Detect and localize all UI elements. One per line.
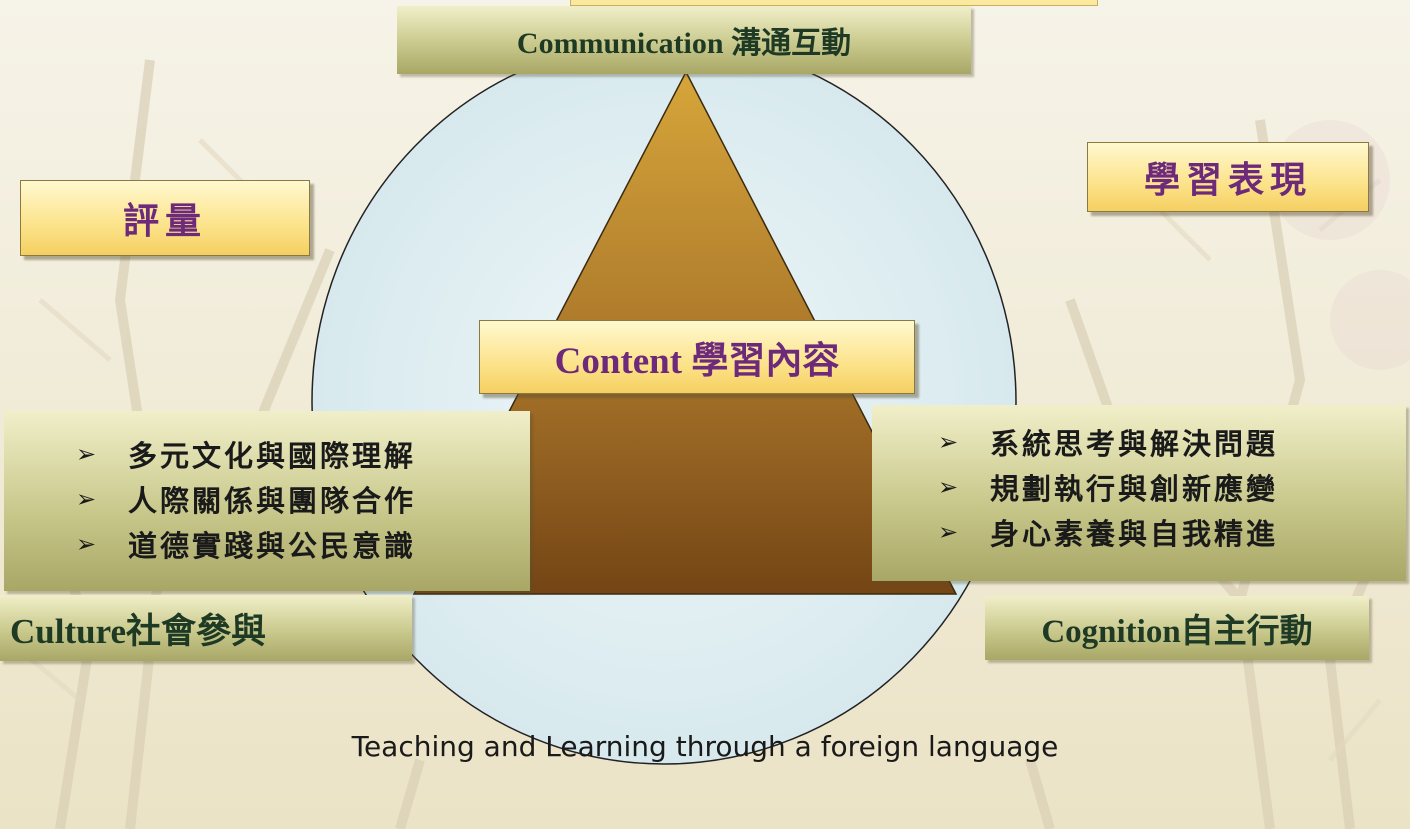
list-item: ➢系統思考與解決問題 (938, 426, 1279, 461)
content-label: Content 學習內容 (479, 320, 915, 394)
communication-label: Communication 溝通互動 (397, 6, 971, 74)
list-item: ➢身心素養與自我精進 (938, 516, 1279, 551)
list-item: ➢道德實踐與公民意識 (76, 528, 417, 563)
arrow-bullet-icon: ➢ (76, 529, 97, 558)
culture-list: ➢多元文化與國際理解 ➢人際關係與團隊合作 ➢道德實踐與公民意識 (76, 431, 416, 566)
arrow-bullet-icon: ➢ (938, 517, 959, 546)
cognition-panel: ➢系統思考與解決問題 ➢規劃執行與創新應變 ➢身心素養與自我精進 (872, 405, 1406, 581)
list-item: ➢多元文化與國際理解 (76, 438, 417, 473)
assessment-label: 評量 (20, 180, 310, 256)
arrow-bullet-icon: ➢ (76, 484, 97, 513)
arrow-bullet-icon: ➢ (76, 439, 97, 468)
caption-text: Teaching and Learning through a foreign … (351, 730, 1059, 763)
culture-panel: ➢多元文化與國際理解 ➢人際關係與團隊合作 ➢道德實踐與公民意識 (4, 411, 530, 591)
cognition-label: Cognition自主行動 (985, 596, 1369, 660)
arrow-bullet-icon: ➢ (938, 427, 959, 456)
top-strip (570, 0, 1098, 6)
culture-label: Culture社會參與 (0, 595, 412, 661)
list-item: ➢規劃執行與創新應變 (938, 471, 1279, 506)
arrow-bullet-icon: ➢ (938, 472, 959, 501)
cognition-list: ➢系統思考與解決問題 ➢規劃執行與創新應變 ➢身心素養與自我精進 (938, 419, 1278, 554)
learning-performance-label: 學習表現 (1087, 142, 1369, 212)
list-item: ➢人際關係與團隊合作 (76, 483, 417, 518)
